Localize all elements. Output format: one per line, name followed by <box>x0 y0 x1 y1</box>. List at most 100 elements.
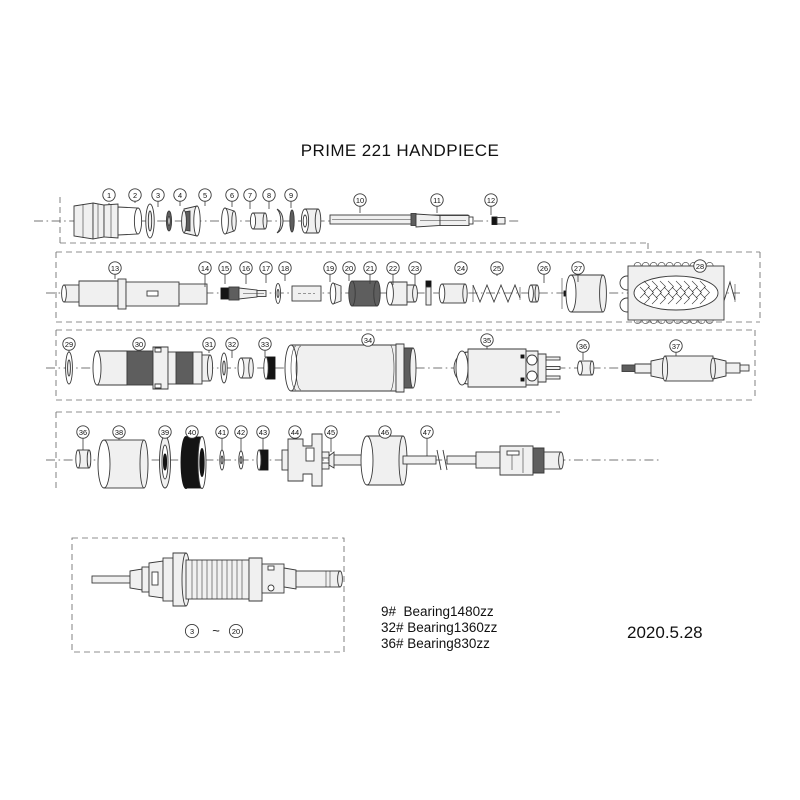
callout-7[interactable]: 7 <box>243 188 257 209</box>
callout-label: 40 <box>188 428 196 437</box>
callout-10[interactable]: 10 <box>353 193 367 213</box>
callout-40[interactable]: 40 <box>185 425 199 439</box>
callout-label: 5 <box>203 191 207 200</box>
callout-label: 32 <box>228 340 236 349</box>
callout-18[interactable]: 18 <box>278 261 292 281</box>
callout-label: 24 <box>457 264 465 273</box>
callout-20[interactable]: 20 <box>342 261 356 281</box>
callout-36b[interactable]: 36 <box>76 425 90 450</box>
part-23-washer <box>528 284 540 303</box>
callout-45[interactable]: 45 <box>324 425 338 452</box>
callout-label: 15 <box>221 264 229 273</box>
callout-23[interactable]: 23 <box>408 261 422 285</box>
callout-label: 21 <box>366 264 374 273</box>
callout-label: 12 <box>487 196 495 205</box>
part-46-strain-relief <box>360 435 408 486</box>
callout-label: 2 <box>133 191 137 200</box>
part-9-bearing-1480zz <box>300 208 322 234</box>
callout-17[interactable]: 17 <box>259 261 273 283</box>
callout-label: 38 <box>115 428 123 437</box>
part-4-collet-housing <box>181 205 201 237</box>
callout-label: 22 <box>389 264 397 273</box>
callout-21[interactable]: 21 <box>363 261 377 284</box>
callout-12[interactable]: 12 <box>484 193 498 215</box>
callout-13[interactable]: 13 <box>108 261 122 279</box>
callout-label: 44 <box>291 428 299 437</box>
part-6-bushing <box>249 212 268 230</box>
callout-29[interactable]: 29 <box>62 337 76 352</box>
subassembly-range-label: 3 ~ 20 <box>184 623 244 639</box>
callout-38[interactable]: 38 <box>112 425 126 440</box>
callout-8[interactable]: 8 <box>262 188 276 209</box>
range-from-label: 3 <box>190 627 194 636</box>
part-15-washer <box>274 283 282 304</box>
callout-11[interactable]: 11 <box>430 193 444 213</box>
callout-label: 42 <box>237 428 245 437</box>
part-39-washer <box>159 435 171 489</box>
callout-46[interactable]: 46 <box>378 425 392 439</box>
callout-44[interactable]: 44 <box>288 425 302 439</box>
callout-25[interactable]: 25 <box>490 261 504 276</box>
callout-47[interactable]: 47 <box>420 425 434 456</box>
part-34-motor-housing <box>284 343 417 393</box>
part-43-seal <box>256 449 269 471</box>
callout-15[interactable]: 15 <box>218 261 232 284</box>
part-40-magnet-ring <box>180 436 207 489</box>
callout-36[interactable]: 36 <box>576 339 590 360</box>
callout-label: 4 <box>178 191 182 200</box>
callout-label: 31 <box>205 340 213 349</box>
callout-1[interactable]: 1 <box>102 188 116 205</box>
callout-label: 11 <box>433 196 441 205</box>
callout-label: 7 <box>248 191 252 200</box>
callout-label: 17 <box>262 264 270 273</box>
callout-31[interactable]: 31 <box>202 337 216 353</box>
callout-14[interactable]: 14 <box>198 261 212 287</box>
callout-30[interactable]: 30 <box>132 337 146 351</box>
callout-label: 35 <box>483 336 491 345</box>
callout-26[interactable]: 26 <box>537 261 551 283</box>
part-42-shim <box>238 450 244 470</box>
callout-41[interactable]: 41 <box>215 425 229 450</box>
panel-subassembly <box>71 537 345 653</box>
callout-label: 45 <box>327 428 335 437</box>
callout-39[interactable]: 39 <box>158 425 172 439</box>
part-30-front-housing <box>92 346 214 390</box>
callout-2[interactable]: 2 <box>128 188 142 203</box>
callout-42[interactable]: 42 <box>234 425 248 451</box>
callout-32[interactable]: 32 <box>225 337 239 358</box>
callout-label: 9 <box>289 191 293 200</box>
callout-28[interactable]: 28 <box>693 259 707 273</box>
part-1-nose-cone <box>73 202 143 240</box>
callout-label: 19 <box>326 264 334 273</box>
callout-label: 25 <box>493 264 501 273</box>
callout-16[interactable]: 16 <box>239 261 253 284</box>
callout-5[interactable]: 5 <box>198 188 212 206</box>
callout-label: 30 <box>135 340 143 349</box>
legend-line-2: 32# Bearing1360zz <box>381 620 498 635</box>
part-36b-bearing <box>75 449 92 469</box>
drawing-date: 2020.5.28 <box>627 623 703 642</box>
callout-37[interactable]: 37 <box>669 339 683 356</box>
callout-label: 34 <box>364 336 372 345</box>
callout-22[interactable]: 22 <box>386 261 400 285</box>
callout-3[interactable]: 3 <box>151 188 165 207</box>
callout-label: 41 <box>218 428 226 437</box>
part-2-washer <box>145 203 155 239</box>
part-18-knurled-nut <box>348 280 381 307</box>
callout-27[interactable]: 27 <box>571 261 585 282</box>
callout-33[interactable]: 33 <box>258 337 272 357</box>
callout-24[interactable]: 24 <box>454 261 468 275</box>
part-12-set-screw <box>491 216 506 225</box>
callout-label: 46 <box>381 428 389 437</box>
callout-9[interactable]: 9 <box>284 188 298 208</box>
callout-35[interactable]: 35 <box>480 333 494 349</box>
legend-line-1: 9# Bearing1480zz <box>381 604 494 619</box>
panel-row-4 <box>55 411 560 492</box>
callout-label: 28 <box>696 262 704 271</box>
callout-43[interactable]: 43 <box>256 425 270 450</box>
subassembly-handpiece <box>91 552 343 607</box>
callout-19[interactable]: 19 <box>323 261 337 282</box>
callout-34[interactable]: 34 <box>361 333 375 347</box>
callout-6[interactable]: 6 <box>225 188 239 207</box>
callout-4[interactable]: 4 <box>173 188 187 206</box>
